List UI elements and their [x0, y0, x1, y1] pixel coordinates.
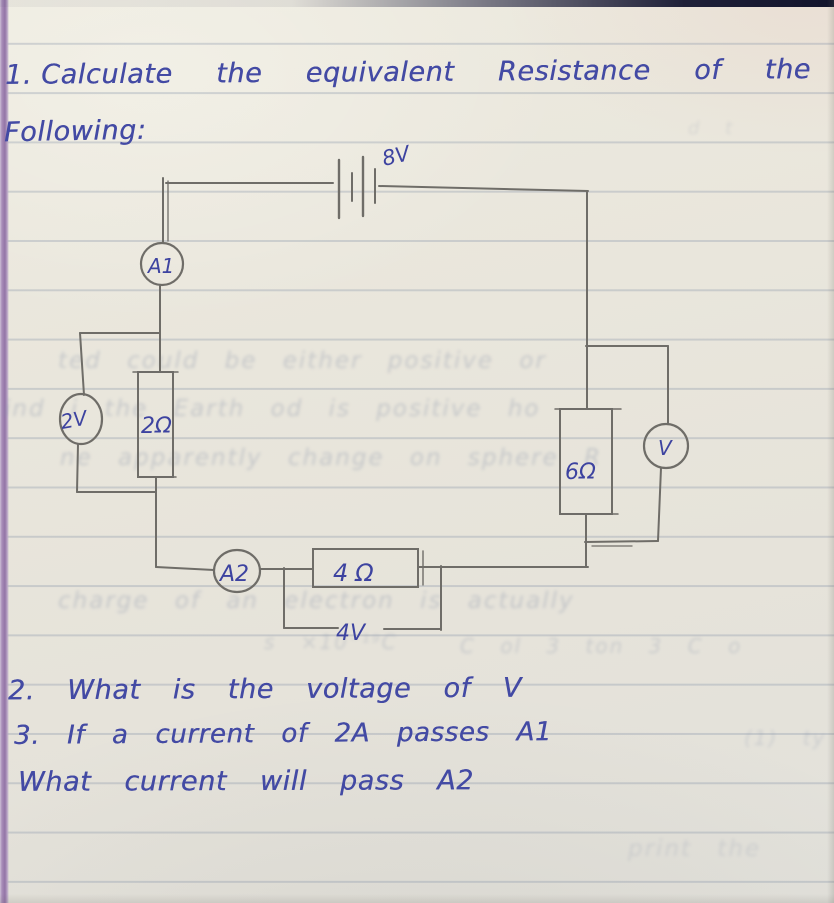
ghost-mark: d t — [688, 118, 735, 139]
resistor-2ohm-label: 2Ω — [141, 414, 172, 439]
resistor-6ohm-label: 6Ω — [565, 460, 596, 485]
voltmeter-2v-label: 2V — [59, 405, 90, 433]
ghost-mark: charge of an electron is actually — [58, 588, 575, 614]
page-right-shade — [827, 0, 834, 903]
wire-voltmeter-down — [657, 467, 662, 542]
ghost-mark: C ol 3 ton 3 C o — [460, 634, 743, 658]
wire-to-ammeter2 — [155, 566, 215, 571]
ghost-mark: print the — [628, 836, 762, 862]
wire-top-right — [378, 185, 589, 192]
ghost-mark: (1) ty — [744, 726, 827, 750]
page-bottom-shade — [0, 894, 834, 903]
ammeter-2-icon — [212, 548, 262, 594]
voltmeter-v-label: V — [658, 436, 673, 460]
voltmeter-2v-icon — [58, 392, 104, 446]
ghost-mark: ted could be either positive or — [58, 348, 547, 374]
page-top-edge — [0, 0, 834, 7]
ghost-mark: ne apparently change on sphere R — [60, 445, 603, 471]
voltmeter-v-icon — [642, 422, 690, 470]
battery-voltage-label: 8V — [380, 141, 414, 171]
ammeter-1-label: A1 — [146, 254, 174, 278]
wire-voltmeter2-left-lower — [76, 443, 79, 493]
margin-strip — [0, 0, 9, 903]
ammeter-2-label: A2 — [218, 562, 249, 587]
wire-voltmeter-return — [584, 540, 659, 543]
resistor-4ohm-label: 4Ω — [333, 559, 381, 587]
ghost-mark: s ×10⁻¹⁹C — [264, 630, 398, 654]
ghost-mark: ind i the Earth od is positive ho — [4, 396, 541, 422]
wire-voltmeter2-left-upper — [79, 332, 85, 396]
ammeter-1-icon — [139, 241, 185, 287]
branch-4v-label: 4V — [336, 621, 367, 646]
